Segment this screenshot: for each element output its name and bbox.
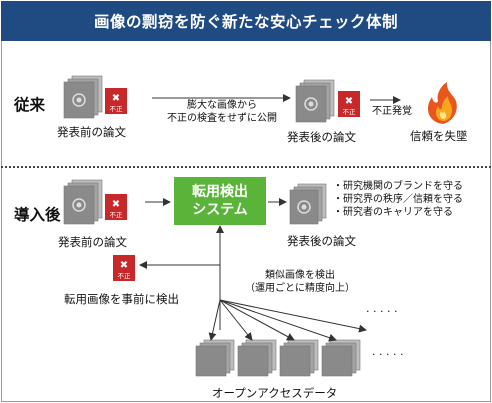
section-label-conventional: 従来 (14, 96, 46, 114)
section-label-introduced: 導入後 (14, 206, 61, 224)
benefit-item: ・研究界の秩序／信頼を守る (333, 194, 463, 205)
paper-stack-before-2 (63, 179, 103, 225)
svg-text:✖: ✖ (112, 199, 120, 210)
svg-text:✖: ✖ (120, 260, 128, 271)
flame-icon (427, 82, 457, 124)
svg-text:✖: ✖ (345, 96, 353, 107)
paper-stack-before (63, 75, 103, 119)
fraud-discovered-label: 不正発覚 (372, 106, 412, 117)
paper-before-caption-2: 発表前の論文 (58, 235, 127, 249)
arrow-open-data-1 (208, 299, 221, 341)
arrow-open-data-5 (219, 299, 367, 333)
open-data-stack (195, 339, 235, 377)
arrow-caption-line: 膨大な画像から (187, 100, 257, 111)
paper-stack-after (295, 79, 335, 123)
paper-after-caption: 発表後の論文 (287, 130, 356, 144)
detect-in-advance-caption: 転用画像を事前に検出 (64, 292, 179, 306)
fraud-badge-before-2: ✖不正 (105, 194, 127, 220)
similar-caption-line: （運用ごとに精度向上） (245, 282, 355, 294)
arrow-open-data-3 (219, 299, 295, 341)
benefits-list: ・研究機関のブランドを守る ・研究界の秩序／信頼を守る ・研究者のキャリアを守る (333, 180, 463, 219)
fraud-badge-before: ✖不正 (105, 88, 127, 114)
similar-detect-caption: 類似画像を検出 （運用ごとに精度向上） (240, 270, 360, 295)
paper-stack-after-2 (289, 183, 327, 225)
arrow-open-data-2 (219, 299, 253, 341)
svg-text:✖: ✖ (112, 93, 120, 104)
similar-caption-line: 類似画像を検出 (265, 270, 335, 281)
arrow-open-data-4 (219, 299, 337, 342)
more-dots-lower: . . . . . (372, 345, 404, 358)
section-divider (1, 166, 491, 168)
system-box-line: システム (192, 202, 248, 218)
detection-system-box: 転用検出 システム (174, 177, 266, 225)
fraud-badge-after: ✖不正 (338, 91, 360, 117)
system-box-line: 転用検出 (192, 183, 248, 200)
svg-text:不正: 不正 (110, 211, 124, 219)
more-dots-upper: . . . . . (366, 302, 398, 315)
open-data-stack (321, 339, 361, 377)
benefit-item: ・研究機関のブランドを守る (333, 181, 463, 192)
open-data-stack (279, 339, 319, 377)
arrow-caption-1: 膨大な画像から 不正の検査をせずに公開 (152, 100, 292, 125)
trust-loss-label: 信頼を失墜 (410, 129, 468, 143)
svg-text:不正: 不正 (110, 105, 124, 113)
open-access-data-label: オープンアクセスデータ (212, 386, 338, 400)
diagram-title: 画像の剽窃を防ぐ新たな安心チェック体制 (1, 1, 491, 41)
paper-after-caption-2: 発表後の論文 (287, 234, 356, 248)
open-data-stack (237, 339, 277, 377)
paper-before-caption: 発表前の論文 (57, 125, 126, 139)
svg-text:不正: 不正 (118, 272, 132, 280)
arrow-caption-line: 不正の検査をせずに公開 (167, 112, 277, 124)
benefit-item: ・研究者のキャリアを守る (333, 207, 453, 218)
fraud-badge-detected: ✖不正 (113, 255, 135, 281)
svg-text:不正: 不正 (343, 108, 357, 116)
